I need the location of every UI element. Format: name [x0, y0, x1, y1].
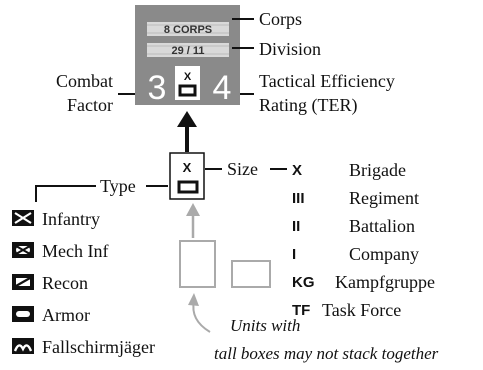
size-item-regiment: III Regiment [292, 188, 419, 208]
svg-text:I: I [292, 246, 296, 263]
type-item-armor: Armor [12, 305, 90, 325]
corps-strip: 8 CORPS [147, 22, 229, 36]
counter: 8 CORPS 29 / 11 3 4 X [135, 5, 240, 107]
svg-text:II: II [292, 218, 300, 235]
size-item-task-force: TF Task Force [292, 300, 401, 320]
short-box [231, 260, 271, 288]
svg-text:X: X [292, 162, 302, 179]
svg-text:Armor: Armor [42, 305, 90, 325]
size-item-kampfgruppe: KG Kampfgruppe [292, 272, 435, 292]
counter-unit-symbol: X [175, 66, 200, 100]
type-item-mech-inf: Mech Inf [12, 241, 108, 261]
combat-factor-callout-line2: Factor [67, 95, 113, 115]
size-item-battalion: II Battalion [292, 216, 415, 236]
infantry-icon [12, 210, 34, 226]
svg-text:Mech Inf: Mech Inf [42, 241, 108, 261]
tall-box [179, 240, 216, 288]
svg-text:Regiment: Regiment [349, 188, 419, 208]
svg-text:Infantry: Infantry [42, 209, 100, 229]
stacking-illustration [179, 203, 271, 333]
division-callout: Division [259, 39, 321, 59]
type-callout: Type [100, 176, 136, 196]
mech-inf-icon [12, 242, 34, 258]
type-list: Infantry Mech Inf Recon Armor [12, 209, 155, 357]
ter-callout-line1: Tactical Efficiency [259, 71, 395, 91]
corps-callout: Corps [259, 9, 302, 29]
svg-text:Company: Company [349, 244, 419, 264]
unit-symbol-example: X [169, 152, 205, 200]
combat-factor-value: 3 [148, 69, 167, 107]
svg-text:KG: KG [292, 274, 315, 291]
svg-text:Kampfgruppe: Kampfgruppe [335, 272, 435, 292]
svg-text:Recon: Recon [42, 273, 88, 293]
recon-icon [12, 274, 34, 290]
armor-icon [12, 306, 34, 322]
corps-label: 8 CORPS [164, 24, 212, 36]
arrow-up-icon [177, 111, 197, 152]
type-item-fallschirmjager: Fallschirmjäger [12, 337, 155, 357]
combat-factor-callout-line1: Combat [56, 71, 113, 91]
svg-text:Brigade: Brigade [349, 160, 406, 180]
division-label: 29 / 11 [171, 45, 204, 57]
type-item-recon: Recon [12, 273, 88, 293]
type-item-infantry: Infantry [12, 209, 100, 229]
svg-text:Task Force: Task Force [322, 300, 401, 320]
division-strip: 29 / 11 [147, 43, 229, 57]
svg-text:TF: TF [292, 302, 310, 319]
note-line1: Units with [230, 316, 300, 335]
size-list: X Brigade III Regiment II Battalion I Co… [292, 160, 435, 320]
ter-value: 4 [213, 69, 232, 107]
note-line2: tall boxes may not stack together [214, 344, 439, 363]
svg-text:Battalion: Battalion [349, 216, 415, 236]
size-item-company: I Company [292, 244, 419, 264]
svg-text:X: X [184, 71, 192, 83]
ter-callout-line2: Rating (TER) [259, 95, 357, 116]
size-item-brigade: X Brigade [292, 160, 406, 180]
svg-text:Fallschirmjäger: Fallschirmjäger [42, 337, 155, 357]
size-callout: Size [227, 159, 258, 179]
unit-size-symbol: X [183, 160, 192, 175]
svg-text:III: III [292, 190, 305, 207]
fallschirmjager-icon [12, 338, 34, 354]
